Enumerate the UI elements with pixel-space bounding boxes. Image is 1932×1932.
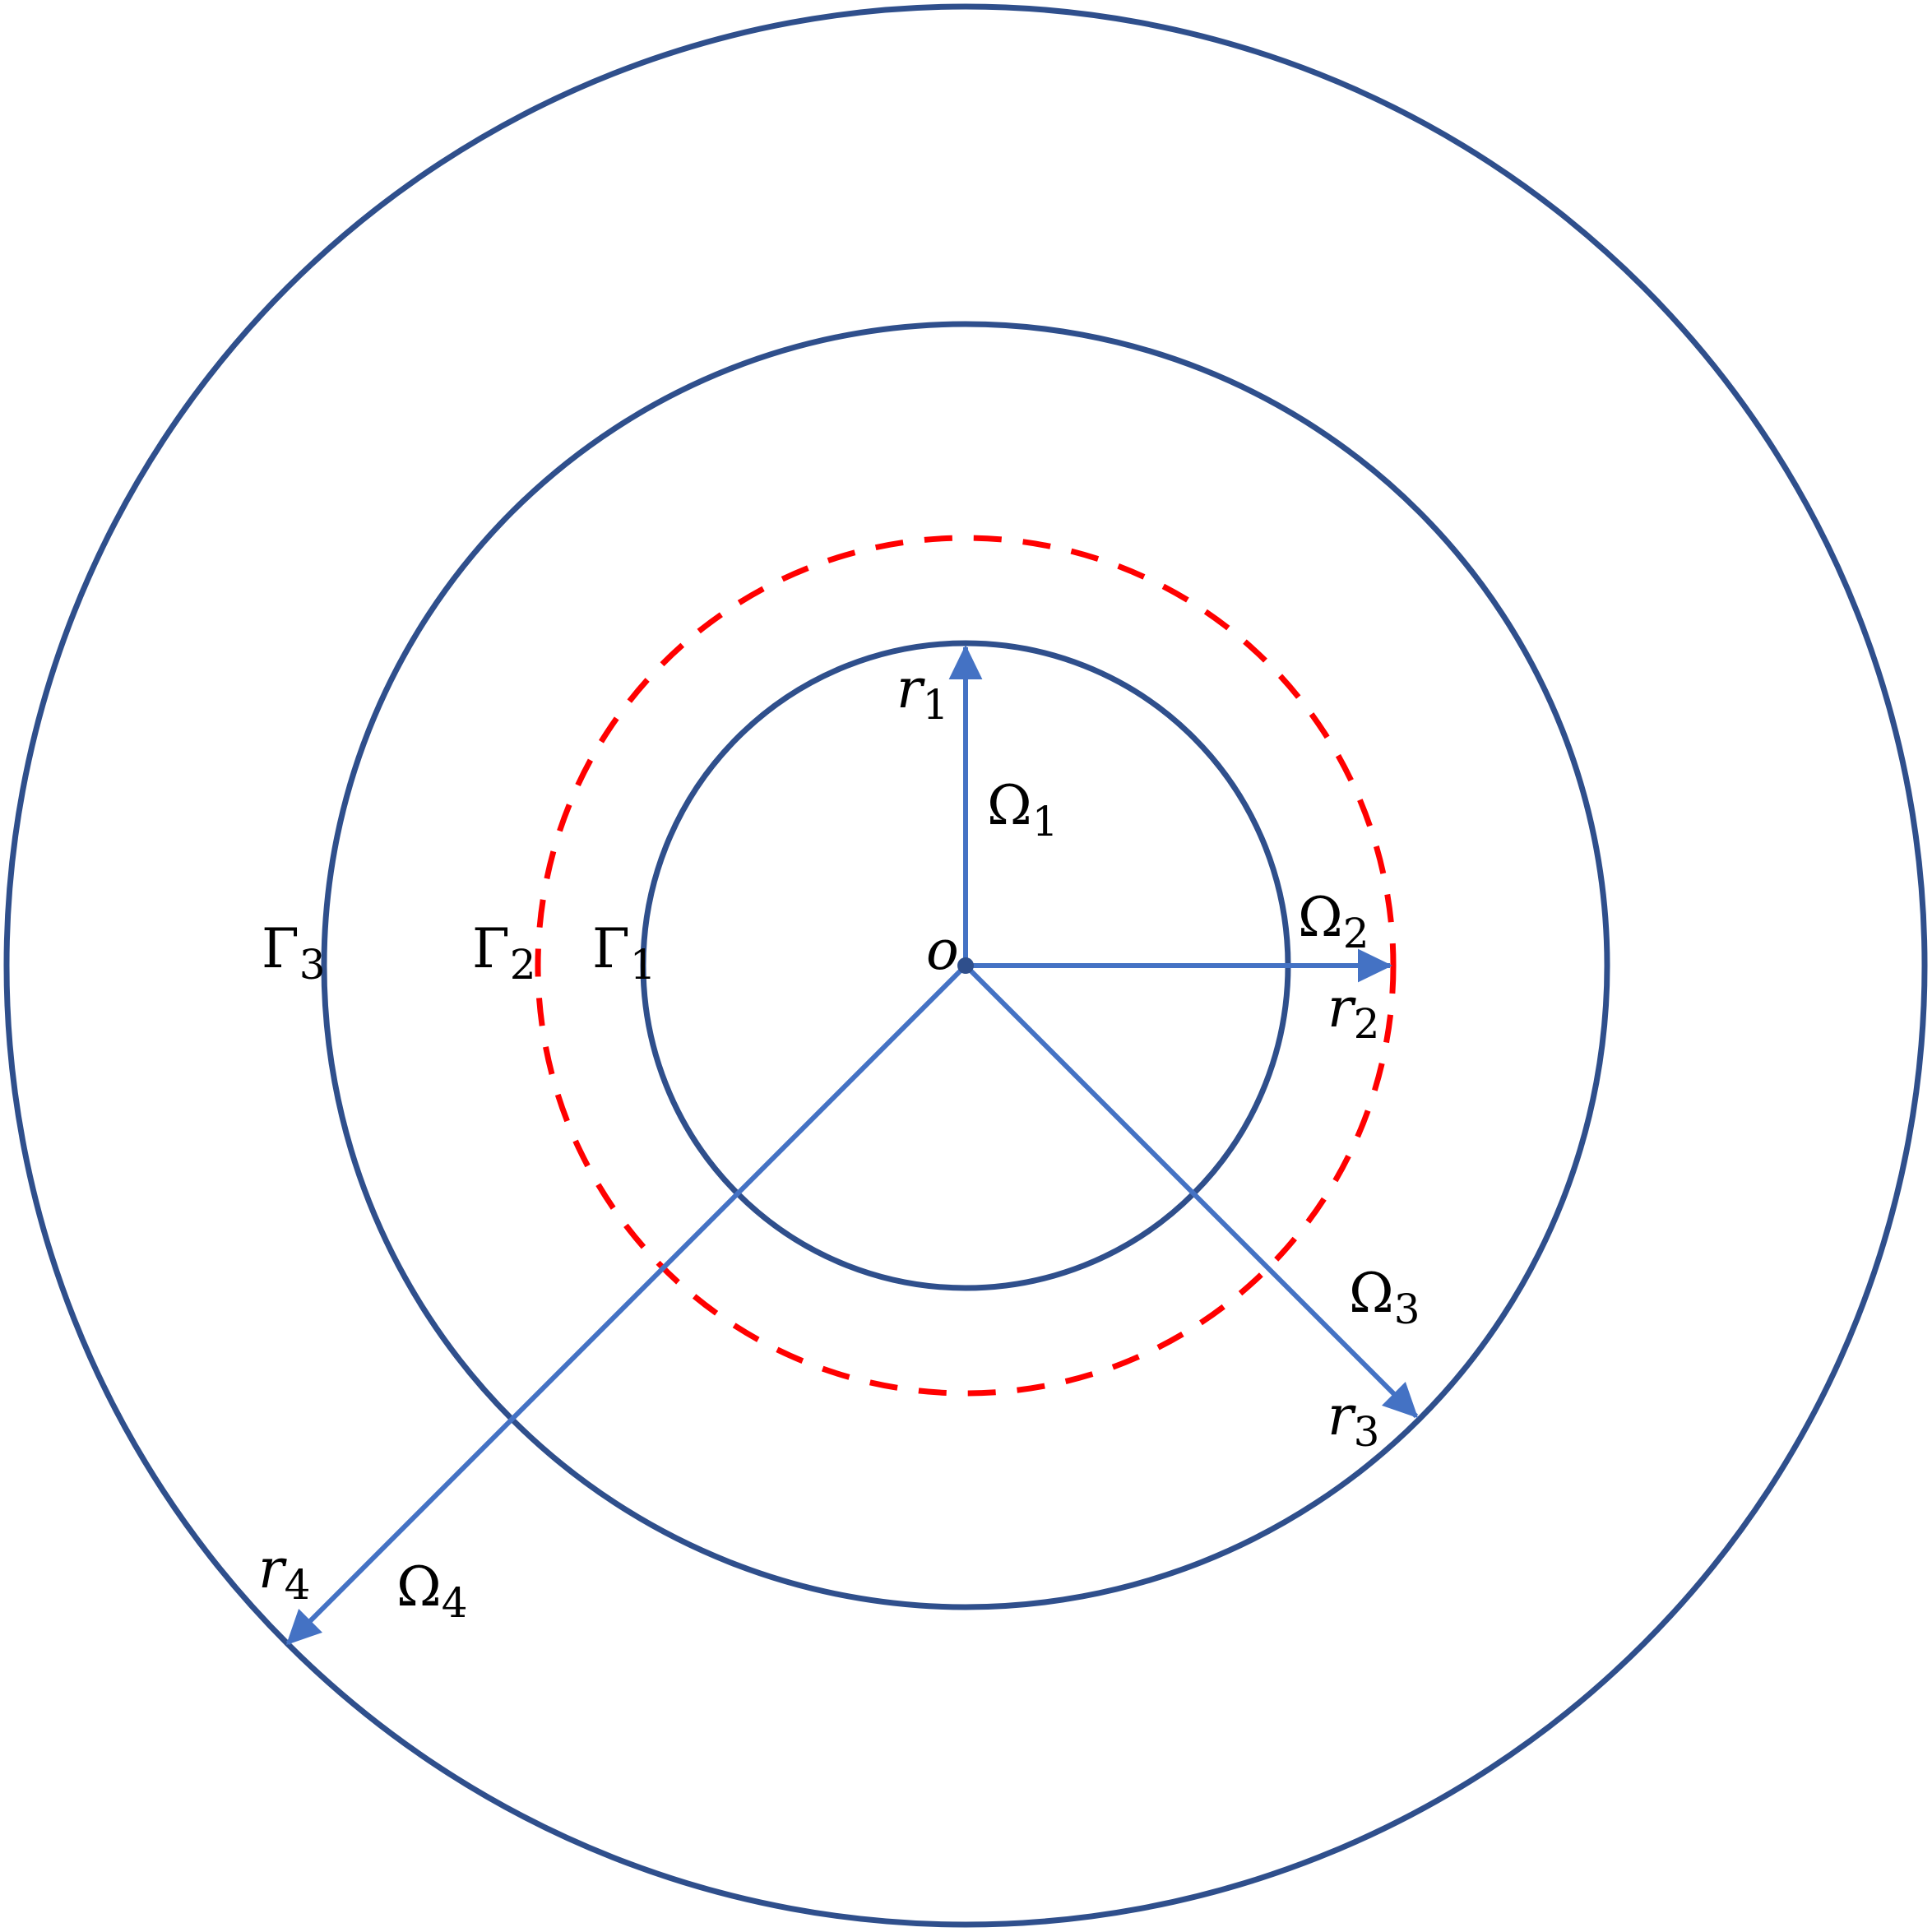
label-r1: r1 (897, 657, 948, 729)
label-gamma3: Γ3 (262, 917, 326, 989)
label-origin: o (926, 919, 959, 982)
label-gamma1: Γ1 (592, 917, 656, 989)
label-gamma2: Γ2 (472, 917, 536, 989)
ray-r4 (285, 963, 968, 1646)
origin-point (957, 957, 974, 974)
label-omega3: Ω3 (1349, 1262, 1420, 1333)
label-r3: r3 (1327, 1384, 1379, 1456)
label-r4: r4 (258, 1537, 310, 1609)
ring-gamma3 (321, 321, 1610, 1610)
label-r2: r2 (1327, 976, 1379, 1048)
label-omega1: Ω1 (987, 774, 1059, 846)
dashed-ring-gamma2 (535, 535, 1397, 1397)
label-omega4: Ω4 (396, 1555, 468, 1627)
ray-r3 (963, 963, 1419, 1419)
outer-ring-gamma3-outer (3, 3, 1928, 1928)
label-omega2: Ω2 (1298, 886, 1369, 957)
